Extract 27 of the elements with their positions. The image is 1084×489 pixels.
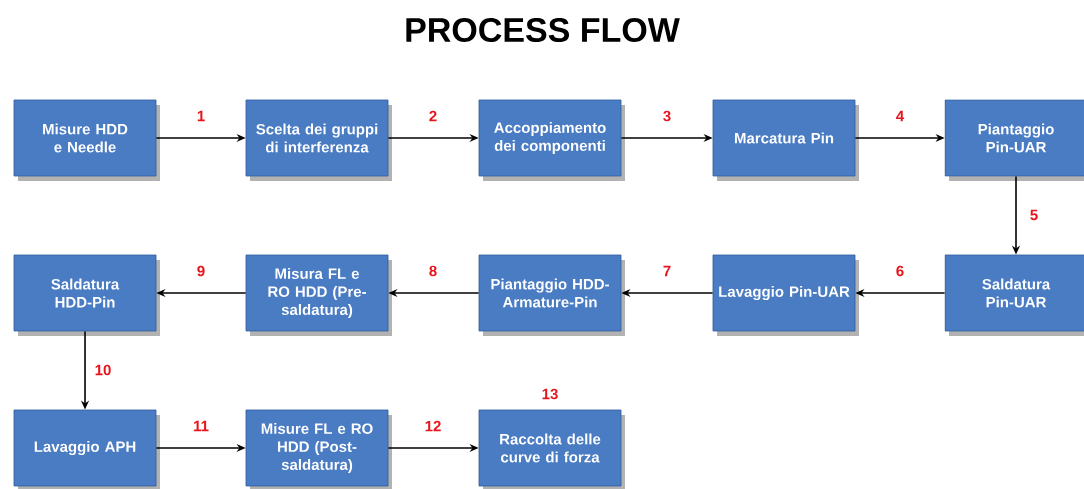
process-box: Scelta dei gruppi di interferenza: [245, 99, 392, 181]
process-box: Piantaggio Pin-UAR: [944, 99, 1084, 181]
process-box: Lavaggio Pin-UAR: [712, 254, 859, 336]
edge-label: 12: [423, 419, 443, 433]
process-box: Saldatura HDD-Pin: [13, 254, 160, 336]
title: PROCESS FLOW: [406, 17, 680, 43]
edge-label: 1: [195, 109, 207, 123]
process-box: Raccolta delle curve di forza: [478, 409, 625, 489]
edge-label: 3: [661, 109, 673, 123]
edge-label: 5: [1028, 208, 1040, 222]
process-box: Saldatura Pin-UAR: [944, 254, 1084, 336]
process-box: Piantaggio HDD-Armature-Pin: [478, 254, 625, 336]
edge-label: 4: [894, 109, 906, 123]
edge-label: 2: [427, 109, 439, 123]
edge-label: 6: [894, 264, 906, 278]
process-box: Lavaggio APH: [13, 409, 160, 489]
process-box: Marcatura Pin: [712, 99, 859, 181]
process-box: Accoppiamento dei componenti: [478, 99, 625, 181]
process-box: Misure FL e RO HDD (Post-saldatura): [245, 409, 392, 489]
step-number: 13: [542, 388, 558, 400]
edge-label: 7: [661, 264, 673, 278]
edge-label: 8: [427, 264, 439, 278]
edge-label: 10: [93, 363, 113, 377]
edge-label: 11: [192, 419, 210, 433]
process-box: Misura FL e RO HDD (Pre-saldatura): [245, 254, 392, 336]
edge-label: 9: [195, 264, 207, 278]
process-box: Misure HDD e Needle: [13, 99, 160, 181]
